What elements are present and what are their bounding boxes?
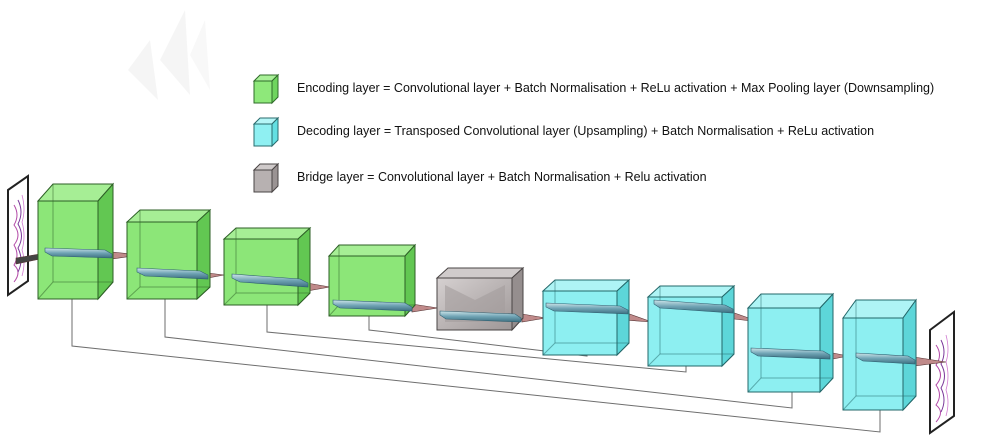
decoding-block-3: [746, 292, 835, 394]
encoding-block-4: [327, 243, 417, 318]
legend-encoding: Encoding layer = Convolutional layer + B…: [252, 73, 934, 105]
skip-connections: [71, 296, 881, 433]
skip-connection-2: [164, 299, 793, 409]
decoding-cube-icon: [252, 116, 280, 148]
bridge-cube-icon: [252, 162, 280, 194]
skip-connection-1: [71, 296, 881, 433]
encoding-block-2: [125, 208, 212, 301]
encoding-block-1: [36, 182, 115, 301]
bridge-block: [435, 266, 525, 332]
decoding-block-4: [842, 298, 917, 412]
decoding-block-1: [541, 278, 631, 357]
connector-5: [521, 313, 547, 323]
legend-bridge-text: Bridge layer = Convolutional layer + Bat…: [297, 170, 707, 184]
skip-connection-3: [266, 305, 687, 373]
legend-decoding-text: Decoding layer = Transposed Convolutiona…: [297, 124, 874, 138]
decoding-block-2: [646, 284, 736, 368]
connector-4: [411, 303, 439, 313]
encoding-block-3: [222, 226, 312, 307]
watermark-decoration: [128, 10, 210, 100]
legend-bridge: Bridge layer = Convolutional layer + Bat…: [252, 162, 707, 194]
encoding-cube-icon: [252, 73, 280, 105]
output-image-icon: [929, 310, 955, 435]
legend: Encoding layer = Convolutional layer + B…: [252, 73, 934, 194]
legend-decoding: Decoding layer = Transposed Convolutiona…: [252, 116, 874, 148]
legend-encoding-text: Encoding layer = Convolutional layer + B…: [297, 81, 934, 95]
input-image-icon: [7, 174, 29, 297]
